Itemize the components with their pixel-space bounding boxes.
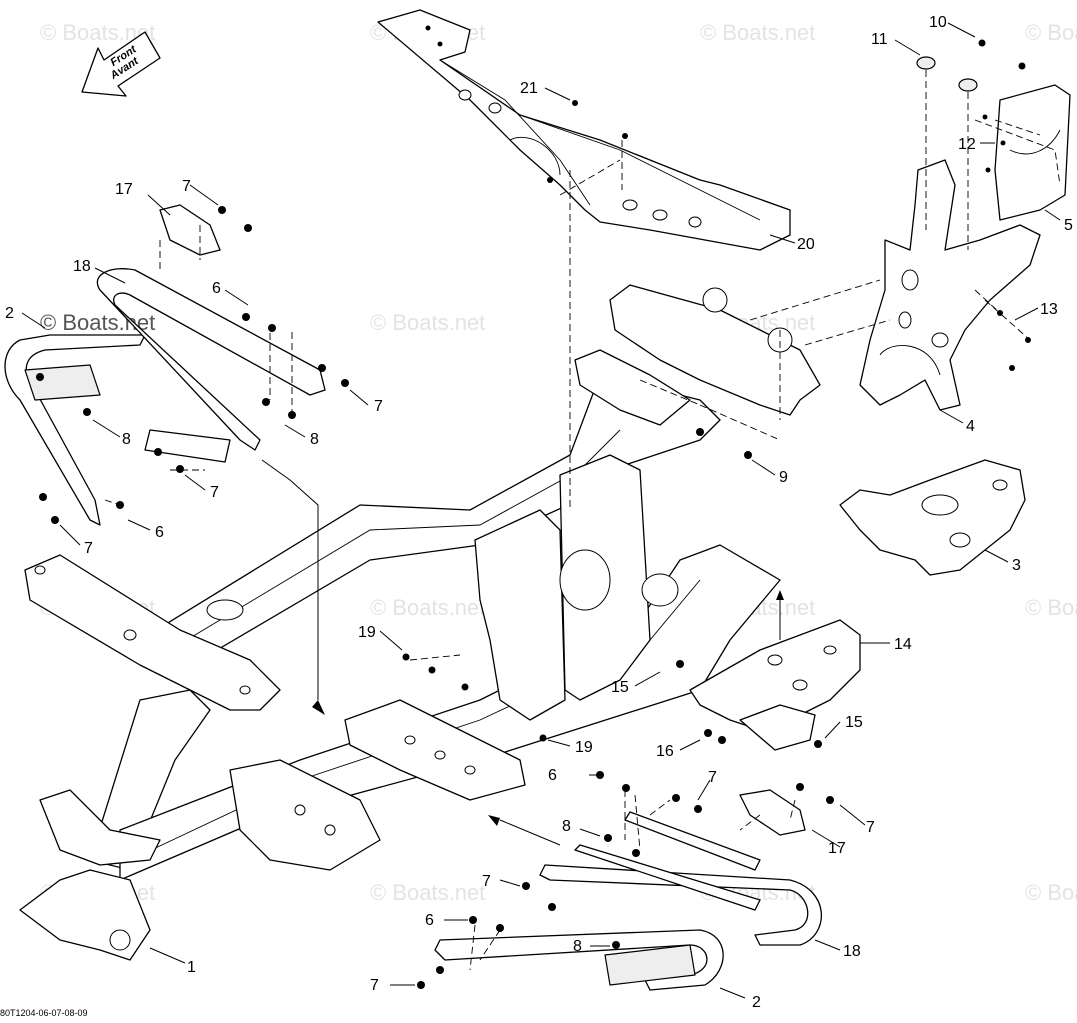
callout-12: 12 xyxy=(958,136,976,153)
callout-7-d: 7 xyxy=(84,540,93,557)
callout-17-a: 17 xyxy=(115,181,133,198)
callout-19-a: 19 xyxy=(358,624,376,641)
callout-6-d: 6 xyxy=(425,912,434,929)
upper-cross-member xyxy=(377,9,791,251)
callout-13: 13 xyxy=(1040,301,1058,318)
assembly-guides xyxy=(104,70,1061,971)
watermark: © Boats.net xyxy=(1025,20,1077,45)
footrest-bar-right-lower xyxy=(539,811,823,946)
steering-support xyxy=(859,84,1071,411)
callout-2-right: 2 xyxy=(752,994,761,1011)
callout-11: 11 xyxy=(871,31,888,48)
watermark: © Boats.net xyxy=(1025,880,1077,905)
callout-9: 9 xyxy=(779,469,788,486)
callout-15-a: 15 xyxy=(611,679,629,696)
callout-17-b: 17 xyxy=(828,840,846,857)
callout-7-a: 7 xyxy=(182,178,191,195)
callout-8-a: 8 xyxy=(122,431,131,448)
callout-5: 5 xyxy=(1064,217,1073,234)
callout-1: 1 xyxy=(187,959,196,976)
callout-19-b: 19 xyxy=(575,739,593,756)
watermark: © Boats.net xyxy=(700,20,815,45)
bracket-17 xyxy=(159,204,806,836)
callout-20: 20 xyxy=(797,236,815,253)
steering-bracket xyxy=(839,459,1026,576)
watermark: © Boats.net xyxy=(370,595,485,620)
rear-plate xyxy=(689,619,861,751)
callout-18-b: 18 xyxy=(843,943,861,960)
callout-3: 3 xyxy=(1012,557,1021,574)
front-direction-arrow: Front Avant xyxy=(81,31,161,97)
callout-7-e: 7 xyxy=(708,769,717,786)
callout-21: 21 xyxy=(520,80,538,97)
callout-8-c: 8 xyxy=(562,818,571,835)
callout-7-b: 7 xyxy=(374,398,383,415)
callout-6-b: 6 xyxy=(155,524,164,541)
callout-7-h: 7 xyxy=(370,977,379,994)
callout-labels: 1 2 2 3 4 5 6 6 6 6 7 7 7 7 7 7 7 7 8 8 … xyxy=(5,14,1073,1011)
center-crossmember xyxy=(344,699,526,801)
watermark: © Boats.net xyxy=(370,880,485,905)
footrest-left-upper xyxy=(4,334,146,526)
top-fasteners xyxy=(916,39,1026,92)
callout-15-b: 15 xyxy=(845,714,863,731)
watermark: © Boats.net xyxy=(370,310,485,335)
callout-7-c: 7 xyxy=(210,484,219,501)
callout-16: 16 xyxy=(656,743,674,760)
callout-8-d: 8 xyxy=(573,938,582,955)
callout-18-a: 18 xyxy=(73,258,91,275)
footrest-right-lower xyxy=(434,929,724,991)
callout-14: 14 xyxy=(894,636,912,653)
callout-7-g: 7 xyxy=(482,873,491,890)
callout-8-b: 8 xyxy=(310,431,319,448)
main-frame xyxy=(19,284,821,961)
callout-leaders xyxy=(21,22,1061,999)
watermark: © Boats.net xyxy=(40,310,155,335)
figure-reference: 80T1204-06-07-08-09 xyxy=(0,1008,88,1018)
footrest-bar-left-upper xyxy=(96,268,326,463)
callout-6-c: 6 xyxy=(548,767,557,784)
callout-2-left: 2 xyxy=(5,305,14,322)
callout-7-f: 7 xyxy=(866,819,875,836)
callout-6-a: 6 xyxy=(212,280,221,297)
callout-10: 10 xyxy=(929,14,947,31)
callout-4: 4 xyxy=(966,418,975,435)
hardware xyxy=(36,114,1031,989)
watermark: © Boats.net xyxy=(1025,595,1077,620)
